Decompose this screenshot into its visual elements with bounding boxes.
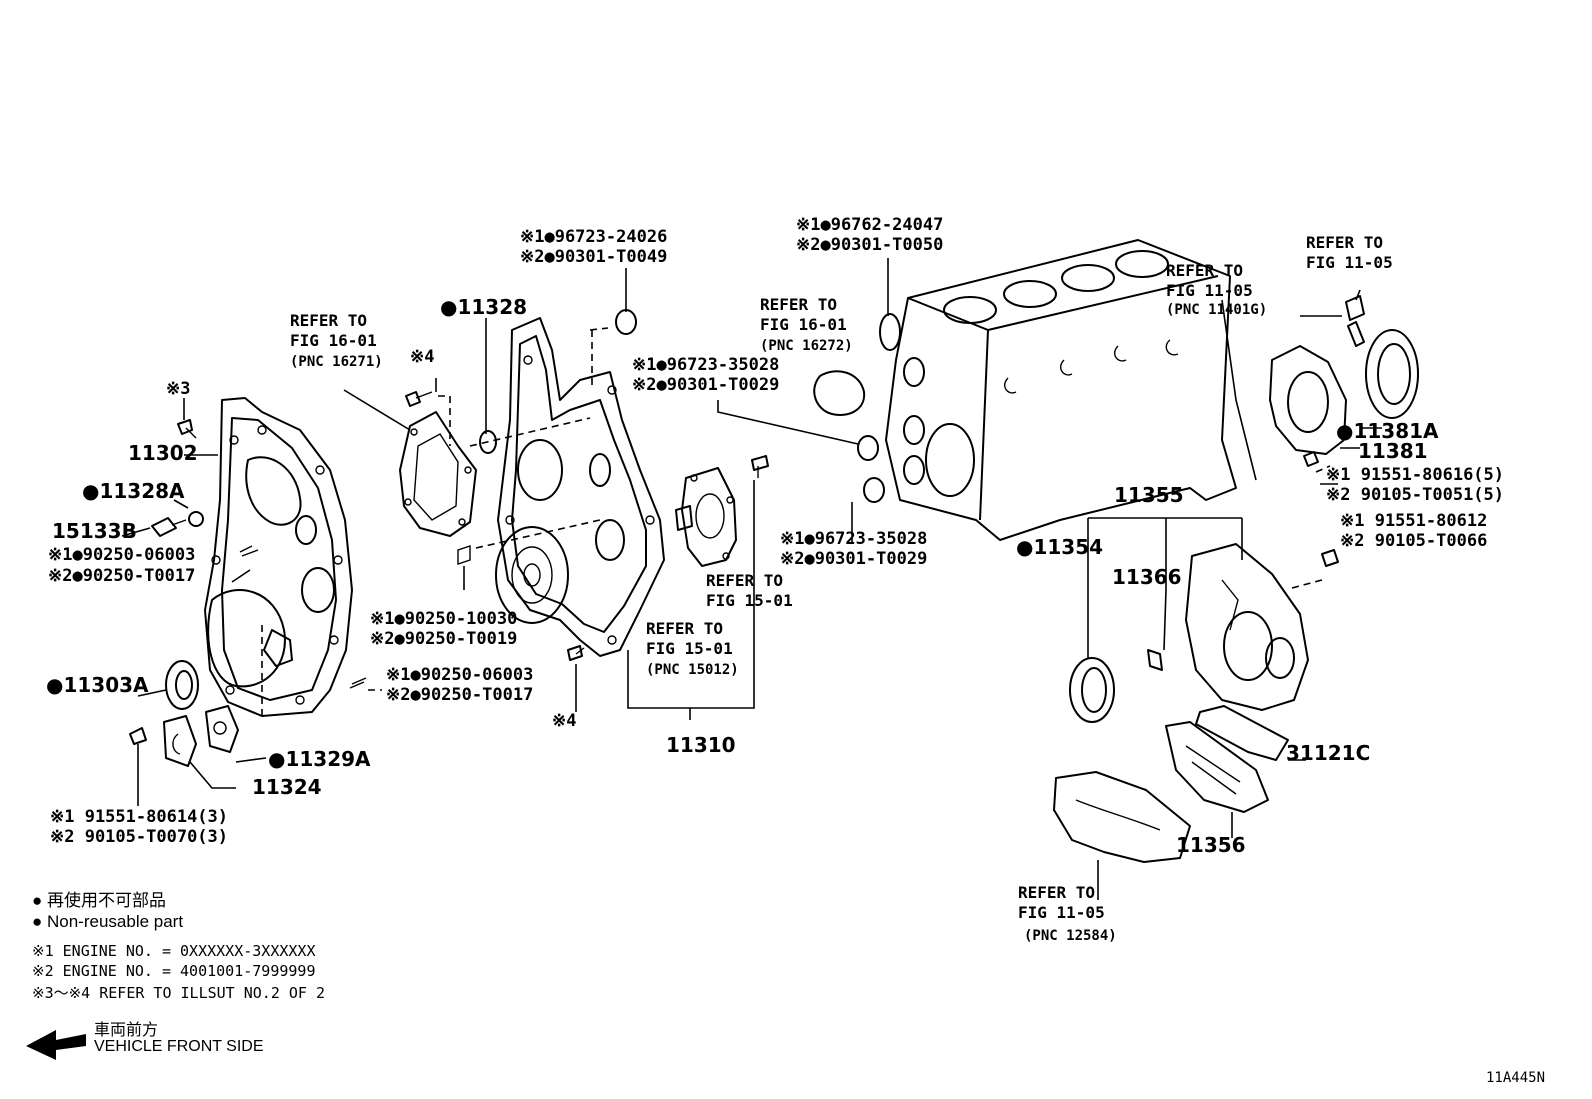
part-j1: ※1 91551-80612 [1340,511,1487,531]
refer-3-line2: FIG 15-01 [706,591,793,610]
plate-31121C-11356-drawing [1053,705,1289,863]
part-11310: 11310 [666,733,736,757]
vehicle-front-arrow-icon [26,1030,86,1060]
part-d2: ※2 90105-T0070(3) [50,827,228,847]
refer-7-line1: REFER TO [1018,883,1095,902]
part-c1: ※1●90250-06003 [386,665,533,685]
part-11328: ●11328 [440,295,527,319]
refer-2-line3: (PNC 16272) [760,338,853,354]
part-11302: 11302 [128,441,198,465]
cover-11324-drawing [163,715,197,767]
part-11381A: ●11381A [1336,419,1439,443]
refer-3-line1: REFER TO [706,571,783,590]
bracket-11310 [627,480,755,709]
part-e2: ※2●90301-T0049 [520,247,667,267]
refer-7-line3: (PNC 12584) [1024,928,1117,944]
part-11355: 11355 [1114,483,1184,507]
refer-1-line2: FIG 16-01 [290,331,377,350]
part-11303A: ●11303A [46,673,149,697]
part-11354: ●11354 [1016,535,1103,559]
refer-5-line3: (PNC 11401G) [1166,302,1267,318]
part-11381: 11381 [1358,439,1428,463]
refer-4-line3: (PNC 15012) [646,662,739,678]
part-b2: ※2●90250-T0019 [370,629,517,649]
legend-note-1: ※1 ENGINE NO. = 0XXXXXX-3XXXXXX [32,942,316,960]
part-11328A: ●11328A [82,479,185,503]
oil-pump-housing-drawing [495,317,665,657]
part-15133B: 15133B [52,519,137,543]
note-mark-3: ※3 [166,379,190,399]
seal-11303A-drawing [165,660,199,710]
part-e1: ※1●96723-24026 [520,227,667,247]
part-d1: ※1 91551-80614(3) [50,807,228,827]
part-i1: ※1 91551-80616(5) [1326,465,1504,485]
part-i2: ※2 90105-T0051(5) [1326,485,1504,505]
center-small-parts [368,309,769,691]
legend-jp-nonreusable: ● 再使用不可部品 [32,891,166,910]
part-j2: ※2 90105-T0066 [1340,531,1487,551]
water-pump-gasket-drawing [399,411,477,537]
part-b1: ※1●90250-10030 [370,609,517,629]
refer-6-line2: FIG 11-05 [1306,253,1393,272]
part-c2: ※2●90250-T0017 [386,685,533,705]
note-mark-4a: ※4 [410,347,434,367]
gasket-11329A-drawing [205,705,239,753]
legend-note-3: ※3～※4 REFER TO ILLSUT NO.2 OF 2 [32,984,325,1002]
front-side-en: VEHICLE FRONT SIDE [94,1038,264,1055]
legend-note-2: ※2 ENGINE NO. = 4001001-7999999 [32,962,316,980]
refer-5-line1: REFER TO [1166,261,1243,280]
note-mark-4b: ※4 [552,711,576,731]
refer-4-line2: FIG 15-01 [646,639,733,658]
part-f1: ※1●96723-35028 [632,355,779,375]
part-a2: ※2●90250-T0017 [48,566,195,586]
part-g1: ※1●96762-24047 [796,215,943,235]
refer-1-line1: REFER TO [290,311,367,330]
part-11366: 11366 [1112,565,1182,589]
front-side-jp: 車両前方 [94,1022,159,1039]
part-g2: ※2●90301-T0050 [796,235,943,255]
refer-7-line2: FIG 11-05 [1018,903,1105,922]
refer-1-line3: (PNC 16271) [290,354,383,370]
refer-4-line1: REFER TO [646,619,723,638]
refer-5-line2: FIG 11-05 [1166,281,1253,300]
part-31121C: 31121C [1286,741,1370,765]
right-leaders [1087,299,1331,900]
part-11324: 11324 [252,775,322,799]
leader-lines [121,258,1382,806]
part-a1: ※1●90250-06003 [48,545,195,565]
refer-2-line1: REFER TO [760,295,837,314]
oil-pan-baffle-11355-drawing [1069,543,1339,723]
cylinder-block-drawing [885,239,1237,541]
small-fasteners-left [129,419,367,745]
water-pump-drawing [675,467,737,567]
rear-seal-retainer-11381-drawing [1269,295,1419,467]
part-11329A: ●11329A [268,747,371,771]
refer-6-line1: REFER TO [1306,233,1383,252]
figure-code: 11A445N [1486,1070,1546,1086]
part-h1: ※1●96723-35028 [780,529,927,549]
timing-chain-cover-drawing [204,397,353,720]
legend-en-nonreusable: ● Non-reusable part [32,912,184,931]
refer-2-line2: FIG 16-01 [760,315,847,334]
o-rings-right [813,313,901,503]
part-11356: 11356 [1176,833,1246,857]
part-f2: ※2●90301-T0029 [632,375,779,395]
part-h2: ※2●90301-T0029 [780,549,927,569]
